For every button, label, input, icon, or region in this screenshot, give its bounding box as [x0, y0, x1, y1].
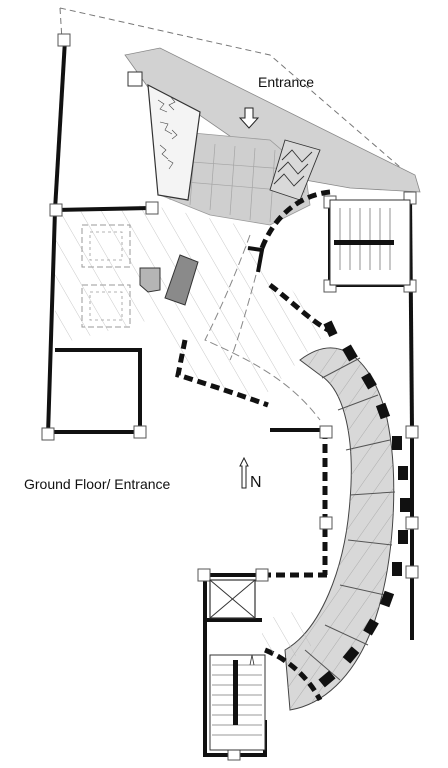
stair-core-northeast: [329, 199, 411, 286]
main-hall: [55, 205, 330, 400]
canopy-outline: [204, 234, 321, 421]
south-landing: [262, 610, 320, 660]
entrance-steps: [269, 139, 321, 201]
entrance-label: Entrance: [258, 74, 315, 90]
curved-gallery: [284, 347, 396, 711]
north-label: N: [250, 474, 262, 491]
reception-desk: [139, 254, 199, 306]
floor-title: Ground Floor/ Entrance: [24, 476, 171, 492]
elevator-shaft: [209, 579, 256, 619]
north-arrow-icon: [239, 456, 249, 489]
planter: [127, 71, 201, 201]
columns: [318, 320, 410, 688]
stair-core-south: [209, 654, 266, 751]
grid-markers: [41, 33, 419, 761]
entrance-arrow-icon: [238, 107, 260, 129]
